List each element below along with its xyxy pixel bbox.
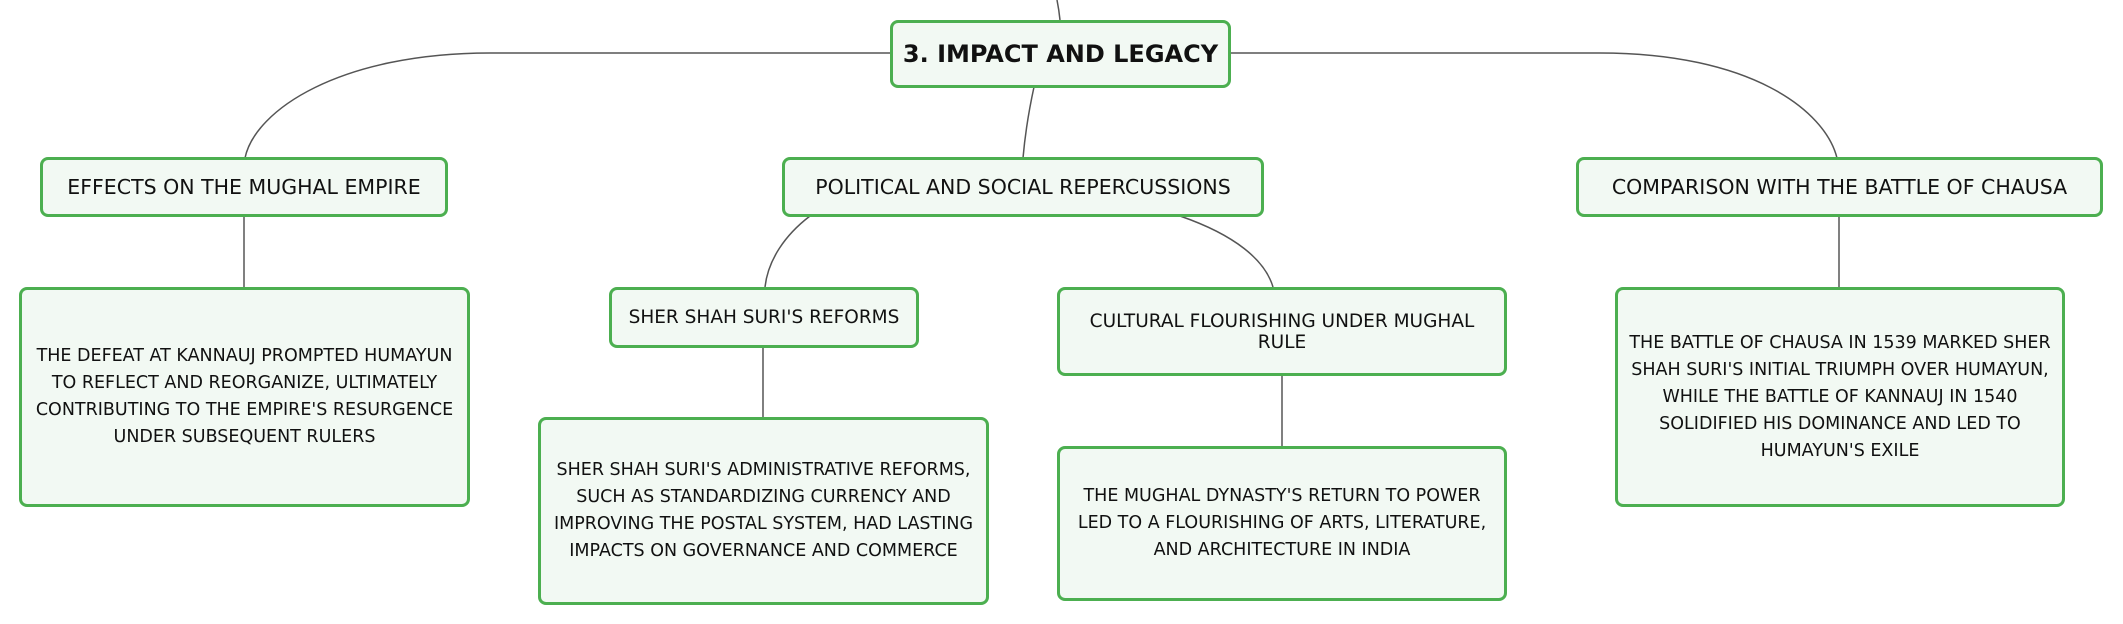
sub-reforms-label: SHER SHAH SURI'S REFORMS [628, 307, 900, 328]
branch-political-label: POLITICAL AND SOCIAL REPERCUSSIONS [815, 175, 1231, 199]
comparison-detail-text: THE BATTLE OF CHAUSA IN 1539 MARKED SHER… [1629, 332, 2051, 461]
connector-political-to-cultural [1179, 215, 1274, 288]
connector-root-to-effects [244, 52, 890, 159]
branch-effects-label: EFFECTS ON THE MUGHAL EMPIRE [67, 175, 421, 199]
effects-detail-text: THE DEFEAT AT KANNAUJ PROMPTED HUMAYUN T… [35, 346, 454, 447]
branch-effects-node[interactable]: EFFECTS ON THE MUGHAL EMPIRE [40, 157, 448, 217]
comparison-detail-node[interactable]: THE BATTLE OF CHAUSA IN 1539 MARKED SHER… [1615, 287, 2065, 507]
connector-root-to-comparison [1231, 52, 1838, 159]
cultural-detail-text: THE MUGHAL DYNASTY'S RETURN TO POWER LED… [1077, 486, 1487, 560]
sub-reforms-node[interactable]: SHER SHAH SURI'S REFORMS [609, 287, 919, 348]
cultural-detail-node[interactable]: THE MUGHAL DYNASTY'S RETURN TO POWER LED… [1057, 446, 1507, 601]
root-node[interactable]: 3. IMPACT AND LEGACY [890, 20, 1231, 88]
reforms-detail-node[interactable]: SHER SHAH SURI'S ADMINISTRATIVE REFORMS,… [538, 417, 989, 605]
connector-parent-to-root [1056, 0, 1061, 21]
effects-detail-node[interactable]: THE DEFEAT AT KANNAUJ PROMPTED HUMAYUN T… [19, 287, 470, 507]
branch-comparison-label: COMPARISON WITH THE BATTLE OF CHAUSA [1611, 175, 2068, 199]
connector-root-to-political [1022, 86, 1035, 159]
root-label: 3. IMPACT AND LEGACY [902, 40, 1219, 68]
reforms-detail-text: SHER SHAH SURI'S ADMINISTRATIVE REFORMS,… [553, 460, 974, 561]
branch-political-node[interactable]: POLITICAL AND SOCIAL REPERCUSSIONS [782, 157, 1264, 217]
sub-cultural-node[interactable]: CULTURAL FLOURISHING UNDER MUGHAL RULE [1057, 287, 1507, 376]
branch-comparison-node[interactable]: COMPARISON WITH THE BATTLE OF CHAUSA [1576, 157, 2103, 217]
sub-cultural-label: CULTURAL FLOURISHING UNDER MUGHAL RULE [1089, 310, 1475, 353]
connector-political-to-reforms [764, 215, 811, 288]
